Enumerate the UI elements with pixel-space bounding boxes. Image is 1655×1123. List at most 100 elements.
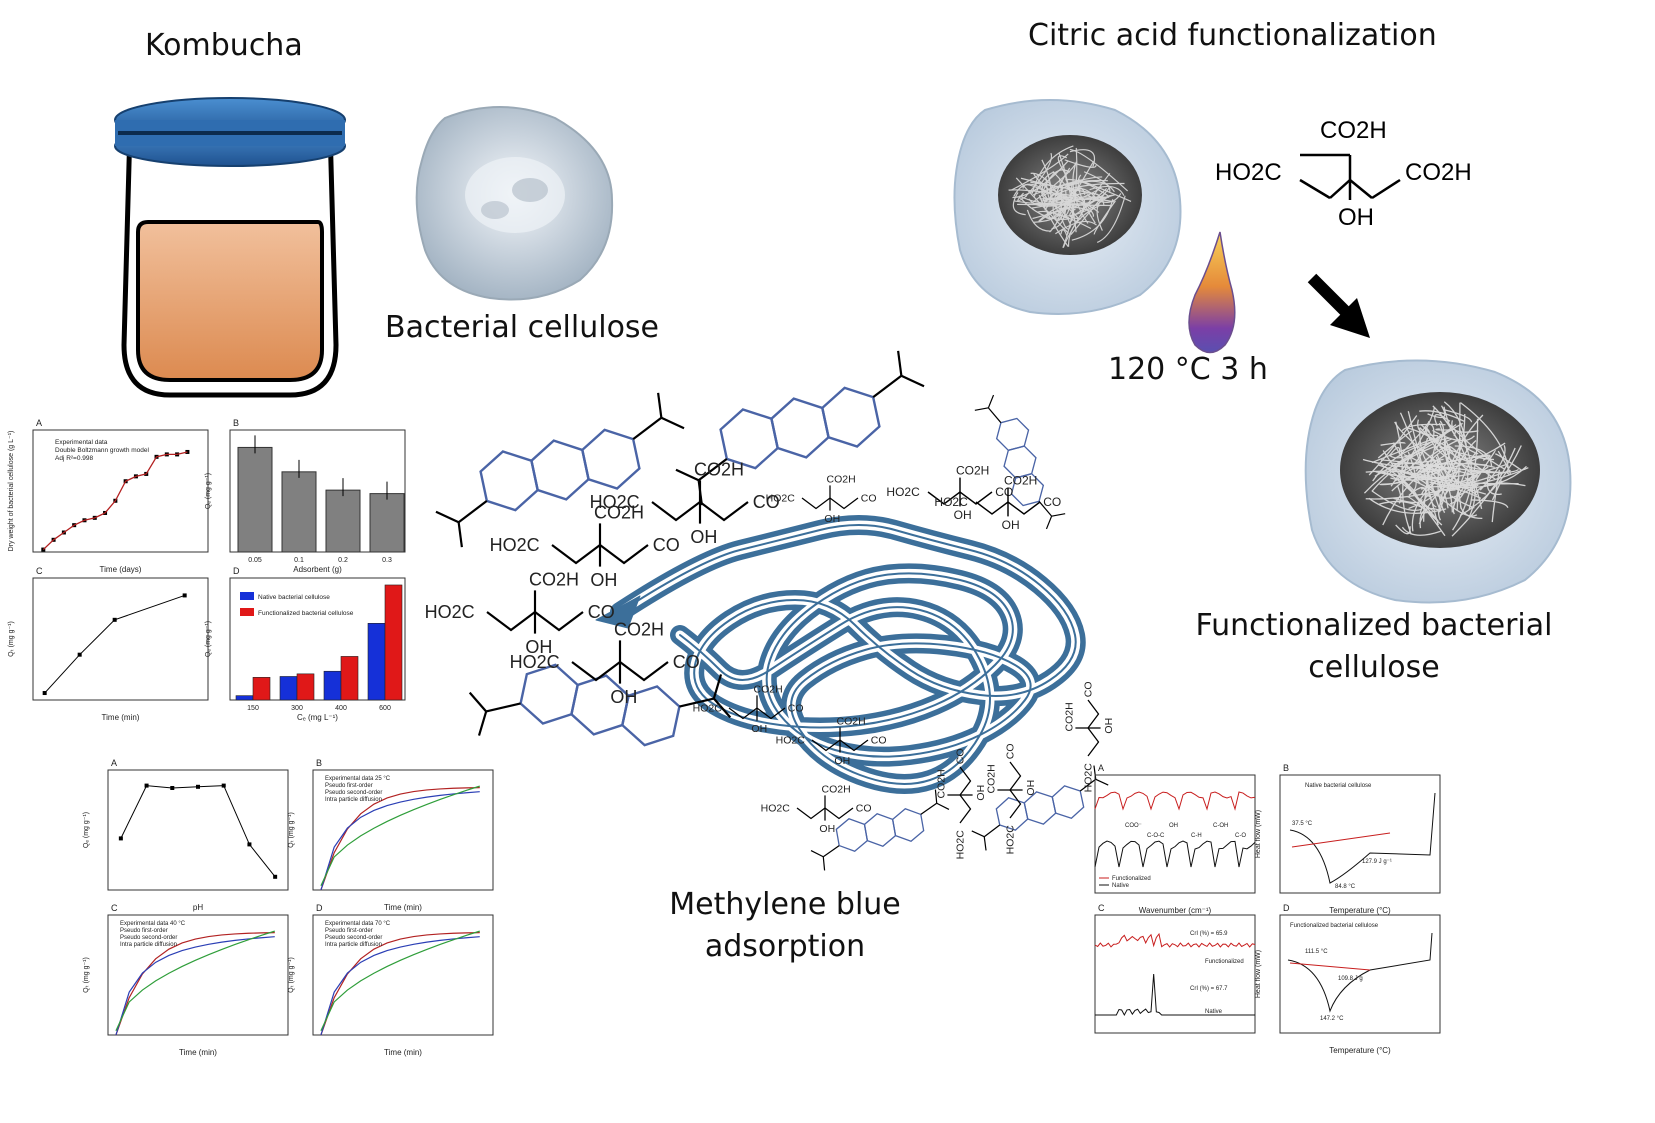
- legend-entry: Pseudo first-order: [325, 783, 373, 789]
- methyl: [1045, 515, 1053, 530]
- fiber: [1438, 440, 1477, 513]
- citric-acid-treated-disc: [953, 99, 1182, 315]
- peak-label: C-H: [1191, 833, 1202, 839]
- fiber: [1401, 459, 1412, 535]
- y-axis-label: Heat flow (mW): [1255, 950, 1262, 998]
- fiber: [1427, 405, 1446, 419]
- fiber: [1450, 495, 1475, 509]
- fiber: [1491, 469, 1501, 523]
- fiber: [1407, 451, 1417, 492]
- spectrum-native: [1094, 840, 1256, 868]
- fiber: [1443, 408, 1473, 423]
- fiber: [1083, 171, 1111, 193]
- fiber: [1425, 423, 1435, 439]
- baseline: [1291, 832, 1391, 848]
- methyl: [660, 416, 685, 430]
- ca-co: CO: [1083, 681, 1095, 697]
- fiber: [1040, 198, 1100, 213]
- methylene-blue: [810, 789, 950, 871]
- ca-oh: OH: [590, 570, 617, 590]
- plot-frame: [312, 914, 494, 1036]
- fiber: [1077, 174, 1096, 224]
- fiber: [1055, 220, 1097, 235]
- legend-entry: Experimental data: [55, 439, 108, 446]
- bar: [252, 677, 271, 701]
- legend-entry: Experimental data 70 °C: [325, 921, 391, 927]
- fiber: [1476, 454, 1491, 461]
- ca-oh: OH: [824, 513, 840, 525]
- fiber: [1054, 182, 1125, 197]
- fiber: [1045, 178, 1063, 209]
- fiber: [1032, 163, 1077, 203]
- fiber: [1031, 145, 1074, 194]
- citric-acid-label: Citric acid functionalization: [1028, 18, 1437, 53]
- fiber: [1437, 477, 1460, 521]
- y-axis-label: Qₑ (mg g⁻¹): [205, 473, 212, 509]
- fiber: [1062, 172, 1111, 248]
- tick-label: 0.1: [294, 557, 304, 564]
- ca-co2h: CO2H: [827, 474, 856, 486]
- ca-co: CO: [1005, 743, 1017, 759]
- mb-label-line1: Methylene blue: [669, 887, 901, 922]
- fiber: [1026, 209, 1052, 232]
- bar: [279, 676, 298, 701]
- n-bond: [920, 802, 938, 815]
- citric-ho2c-left: HO2C: [1215, 159, 1282, 186]
- ring: [479, 450, 539, 512]
- x-axis-label: pH: [193, 903, 203, 912]
- coil-core: [619, 524, 1077, 785]
- panel-letter: A: [36, 418, 42, 428]
- ca-co2h: CO2H: [1004, 473, 1037, 487]
- citric-oh: OH: [1338, 204, 1374, 231]
- annotation: 127.9 J g⁻¹: [1362, 859, 1392, 865]
- mb-label-line2: adsorption: [704, 929, 866, 964]
- ca-co: CO: [1043, 495, 1061, 509]
- legend-entry: Pseudo first-order: [120, 928, 168, 934]
- fiber: [1452, 418, 1479, 531]
- ca-oh: OH: [1002, 518, 1020, 532]
- ring: [770, 397, 830, 459]
- y-axis-label: Qₜ (mg g⁻¹): [288, 957, 295, 993]
- x-axis-label: Time (min): [384, 1048, 422, 1057]
- ca-co: CO: [861, 493, 877, 505]
- ca-co2h: CO2H: [956, 463, 989, 477]
- methyl: [1095, 778, 1109, 786]
- ca-ho2c: HO2C: [761, 803, 791, 815]
- fiber: [1042, 179, 1108, 197]
- kombucha-jar: [114, 97, 346, 398]
- plot-frame: [1279, 914, 1441, 1034]
- fiber: [1464, 476, 1477, 490]
- ring: [530, 439, 590, 501]
- spectrum-functionalized: [1094, 791, 1256, 811]
- fiber: [1388, 443, 1433, 459]
- legend-swatch: [240, 592, 254, 600]
- plot-frame: [1094, 914, 1256, 1034]
- fiber: [1415, 438, 1462, 472]
- plot-frame: [107, 769, 289, 891]
- panel-letter: C: [111, 903, 118, 913]
- plot-frame: [107, 914, 289, 1036]
- ca-co: CO: [788, 703, 804, 715]
- fiber: [1451, 420, 1479, 433]
- fiber: [1395, 524, 1411, 535]
- fiber: [1422, 450, 1453, 513]
- x-axis-label: Wavenumber (cm⁻¹): [1139, 906, 1212, 915]
- fiber: [1067, 199, 1074, 223]
- fiber: [1446, 445, 1462, 457]
- y-axis-label: Qₑ (mg g⁻¹): [205, 621, 212, 657]
- bacterial-cellulose-label: Bacterial cellulose: [385, 310, 660, 345]
- ca-co: CO: [955, 748, 967, 764]
- y-axis-label: Qₜ (mg g⁻¹): [8, 621, 15, 657]
- ring: [835, 817, 869, 852]
- fiber: [1038, 194, 1069, 247]
- xrd-functionalized: [1094, 932, 1256, 948]
- ring: [891, 808, 925, 843]
- ring: [995, 417, 1030, 452]
- functionalized-label: Functionalized bacterial cellulose: [1195, 605, 1553, 689]
- legend-entry: Native: [1112, 883, 1130, 889]
